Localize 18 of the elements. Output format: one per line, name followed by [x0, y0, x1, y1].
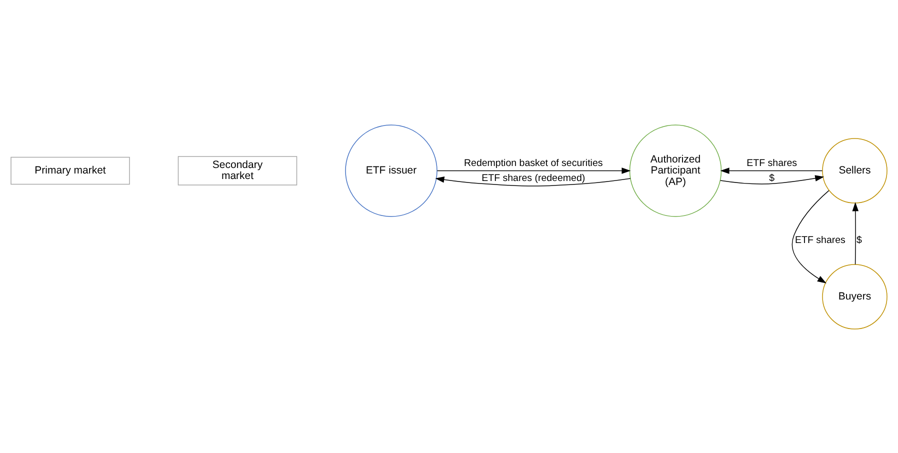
arrow: [852, 202, 859, 264]
arrow: [720, 174, 824, 184]
node-circle: ETF issuer: [345, 124, 438, 216]
edge-label: ETF shares (redeemed): [482, 172, 586, 184]
node-circle: Buyers: [822, 264, 888, 329]
arrow: [720, 167, 823, 174]
arrow: [435, 176, 631, 186]
node-circle: Authorized Participant (AP): [629, 124, 722, 216]
arrow: [792, 190, 830, 283]
arrow: [436, 167, 631, 174]
edge-label: $: [769, 172, 775, 184]
node-circle: Sellers: [822, 138, 888, 203]
node-box: Primary market: [10, 156, 130, 184]
edge-label: Redemption basket of securities: [464, 157, 603, 168]
edge-label: ETF shares: [746, 157, 798, 168]
edge-label: $: [856, 234, 862, 246]
node-box: Secondary market: [178, 156, 298, 185]
edge-label: ETF shares: [795, 234, 846, 246]
